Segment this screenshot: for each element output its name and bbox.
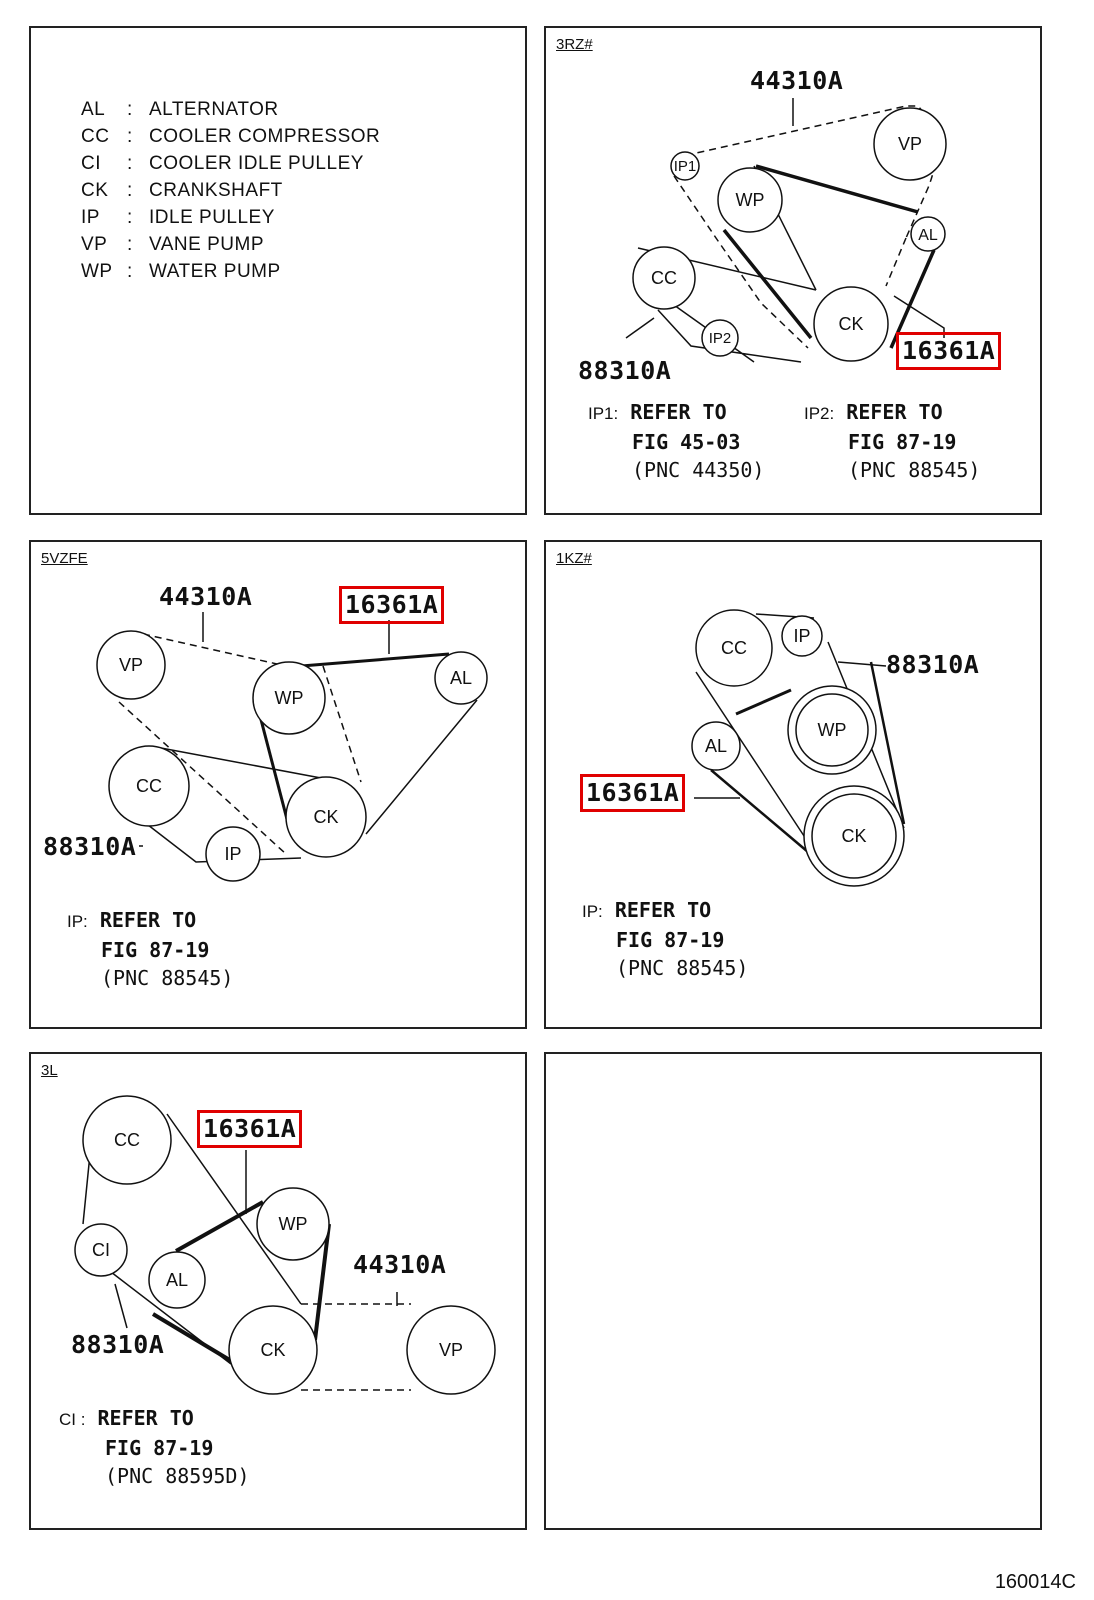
pulley-ip1	[670, 151, 700, 181]
pulley-cc	[632, 246, 696, 310]
pulley-ip2	[701, 319, 739, 357]
legend-item: AL:ALTERNATOR	[81, 99, 279, 120]
legend-item: IP:IDLE PULLEY	[81, 207, 275, 228]
engine-label: 5VZFE	[41, 550, 88, 567]
pulley-al	[434, 651, 488, 705]
part-number-belt[interactable]: 88310A	[886, 650, 980, 679]
reference-note: IP1: REFER TO FIG 45-03 (PNC 44350)	[588, 400, 765, 482]
pulley-label: CC	[651, 268, 677, 288]
pulley-label: WP	[279, 1214, 308, 1234]
pulley-label: CK	[838, 314, 863, 334]
pulley-vp	[873, 107, 947, 181]
belt-diagram-5vzfe: VP WP AL CC CK IP	[96, 612, 488, 882]
engine-label: 3RZ#	[556, 36, 593, 53]
pulley-wp	[256, 1187, 330, 1261]
pulley-label: WP	[818, 720, 847, 740]
panel-5vzfe: 5VZFE VP WP AL CC CK IP 44310A 88	[29, 540, 527, 1029]
engine-label: 3L	[41, 1062, 58, 1079]
belt-diagram-3rz: VP IP1 WP AL CC CK IP2	[625, 98, 947, 363]
pulley-label: AL	[450, 668, 472, 688]
legend-panel: AL:ALTERNATOR CC:COOLER COMPRESSOR CI:CO…	[29, 26, 527, 515]
pulley-label: VP	[898, 134, 922, 154]
legend-item: WP:WATER PUMP	[81, 261, 281, 282]
pulley-label: WP	[275, 688, 304, 708]
part-number-belt[interactable]: 44310A	[353, 1250, 447, 1279]
pulley-label: CC	[721, 638, 747, 658]
pulley-cc	[695, 609, 773, 687]
pulley-label: IP	[224, 844, 241, 864]
reference-note: CI : REFER TO FIG 87-19 (PNC 88595D)	[59, 1406, 250, 1488]
pulley-label: WP	[736, 190, 765, 210]
legend-item: VP:VANE PUMP	[81, 234, 265, 255]
pulley-ck	[813, 286, 889, 362]
pulley-label: CK	[313, 807, 338, 827]
engine-label: 1KZ#	[556, 550, 592, 567]
part-number-highlighted[interactable]: 16361A	[580, 774, 686, 812]
pulley-ck	[228, 1305, 318, 1395]
pulley-label: IP1	[674, 158, 697, 175]
belt-diagram-3l: CC WP CI AL CK VP	[74, 1095, 496, 1395]
pulley-label: AL	[705, 736, 727, 756]
reference-note: IP: REFER TO FIG 87-19 (PNC 88545)	[67, 908, 234, 990]
part-number-belt[interactable]: 44310A	[750, 66, 844, 95]
part-number-belt[interactable]: 88310A	[71, 1330, 165, 1359]
part-number-highlighted[interactable]: 16361A	[339, 586, 445, 624]
belt-diagram-1kz: CC IP WP AL CK	[691, 609, 906, 887]
pulley-ip	[781, 615, 823, 657]
pulley-vp	[406, 1305, 496, 1395]
panel-1kz: 1KZ# CC IP WP AL CK 88310A 16361A	[544, 540, 1042, 1029]
pulley-label: IP2	[709, 330, 732, 347]
legend-list: AL:ALTERNATOR CC:COOLER COMPRESSOR CI:CO…	[81, 96, 380, 285]
part-number-highlighted[interactable]: 16361A	[197, 1110, 303, 1148]
pulley-wp	[252, 661, 326, 735]
panel-3l: 3L CC WP CI AL CK VP 16361A 44310A 883	[29, 1052, 527, 1530]
panel-3rz: 3RZ# VP IP1 WP AL CC	[544, 26, 1042, 515]
pulley-label: CC	[136, 776, 162, 796]
pulley-label: VP	[439, 1340, 463, 1360]
pulley-al	[691, 721, 741, 771]
pulley-label: CK	[260, 1340, 285, 1360]
reference-note: IP: REFER TO FIG 87-19 (PNC 88545)	[582, 898, 749, 980]
pulley-ck	[285, 776, 367, 858]
pulley-label: AL	[166, 1270, 188, 1290]
pulley-wp	[717, 167, 783, 233]
reference-note: IP2: REFER TO FIG 87-19 (PNC 88545)	[804, 400, 981, 482]
part-number-belt[interactable]: 88310A	[43, 832, 137, 861]
pulley-label: VP	[119, 655, 143, 675]
pulley-cc	[108, 745, 190, 827]
pulley-al	[148, 1251, 206, 1309]
figure-code: 160014C	[994, 1571, 1076, 1593]
pulley-ci	[74, 1223, 128, 1277]
part-number-highlighted[interactable]: 16361A	[896, 332, 1002, 370]
pulley-label: AL	[918, 227, 938, 244]
pulley-al	[910, 216, 946, 252]
part-number-belt[interactable]: 44310A	[159, 582, 253, 611]
pulley-label: CC	[114, 1130, 140, 1150]
pulley-ip	[205, 826, 261, 882]
pulley-label: CK	[841, 826, 866, 846]
pulley-label: IP	[793, 626, 810, 646]
pulley-label: CI	[92, 1240, 110, 1260]
legend-item: CI:COOLER IDLE PULLEY	[81, 153, 364, 174]
pulley-vp	[96, 630, 166, 700]
pulley-cc	[82, 1095, 172, 1185]
empty-panel	[544, 1052, 1042, 1530]
legend-item: CK:CRANKSHAFT	[81, 180, 283, 201]
legend-item: CC:COOLER COMPRESSOR	[81, 126, 381, 147]
part-number-belt[interactable]: 88310A	[578, 356, 672, 385]
